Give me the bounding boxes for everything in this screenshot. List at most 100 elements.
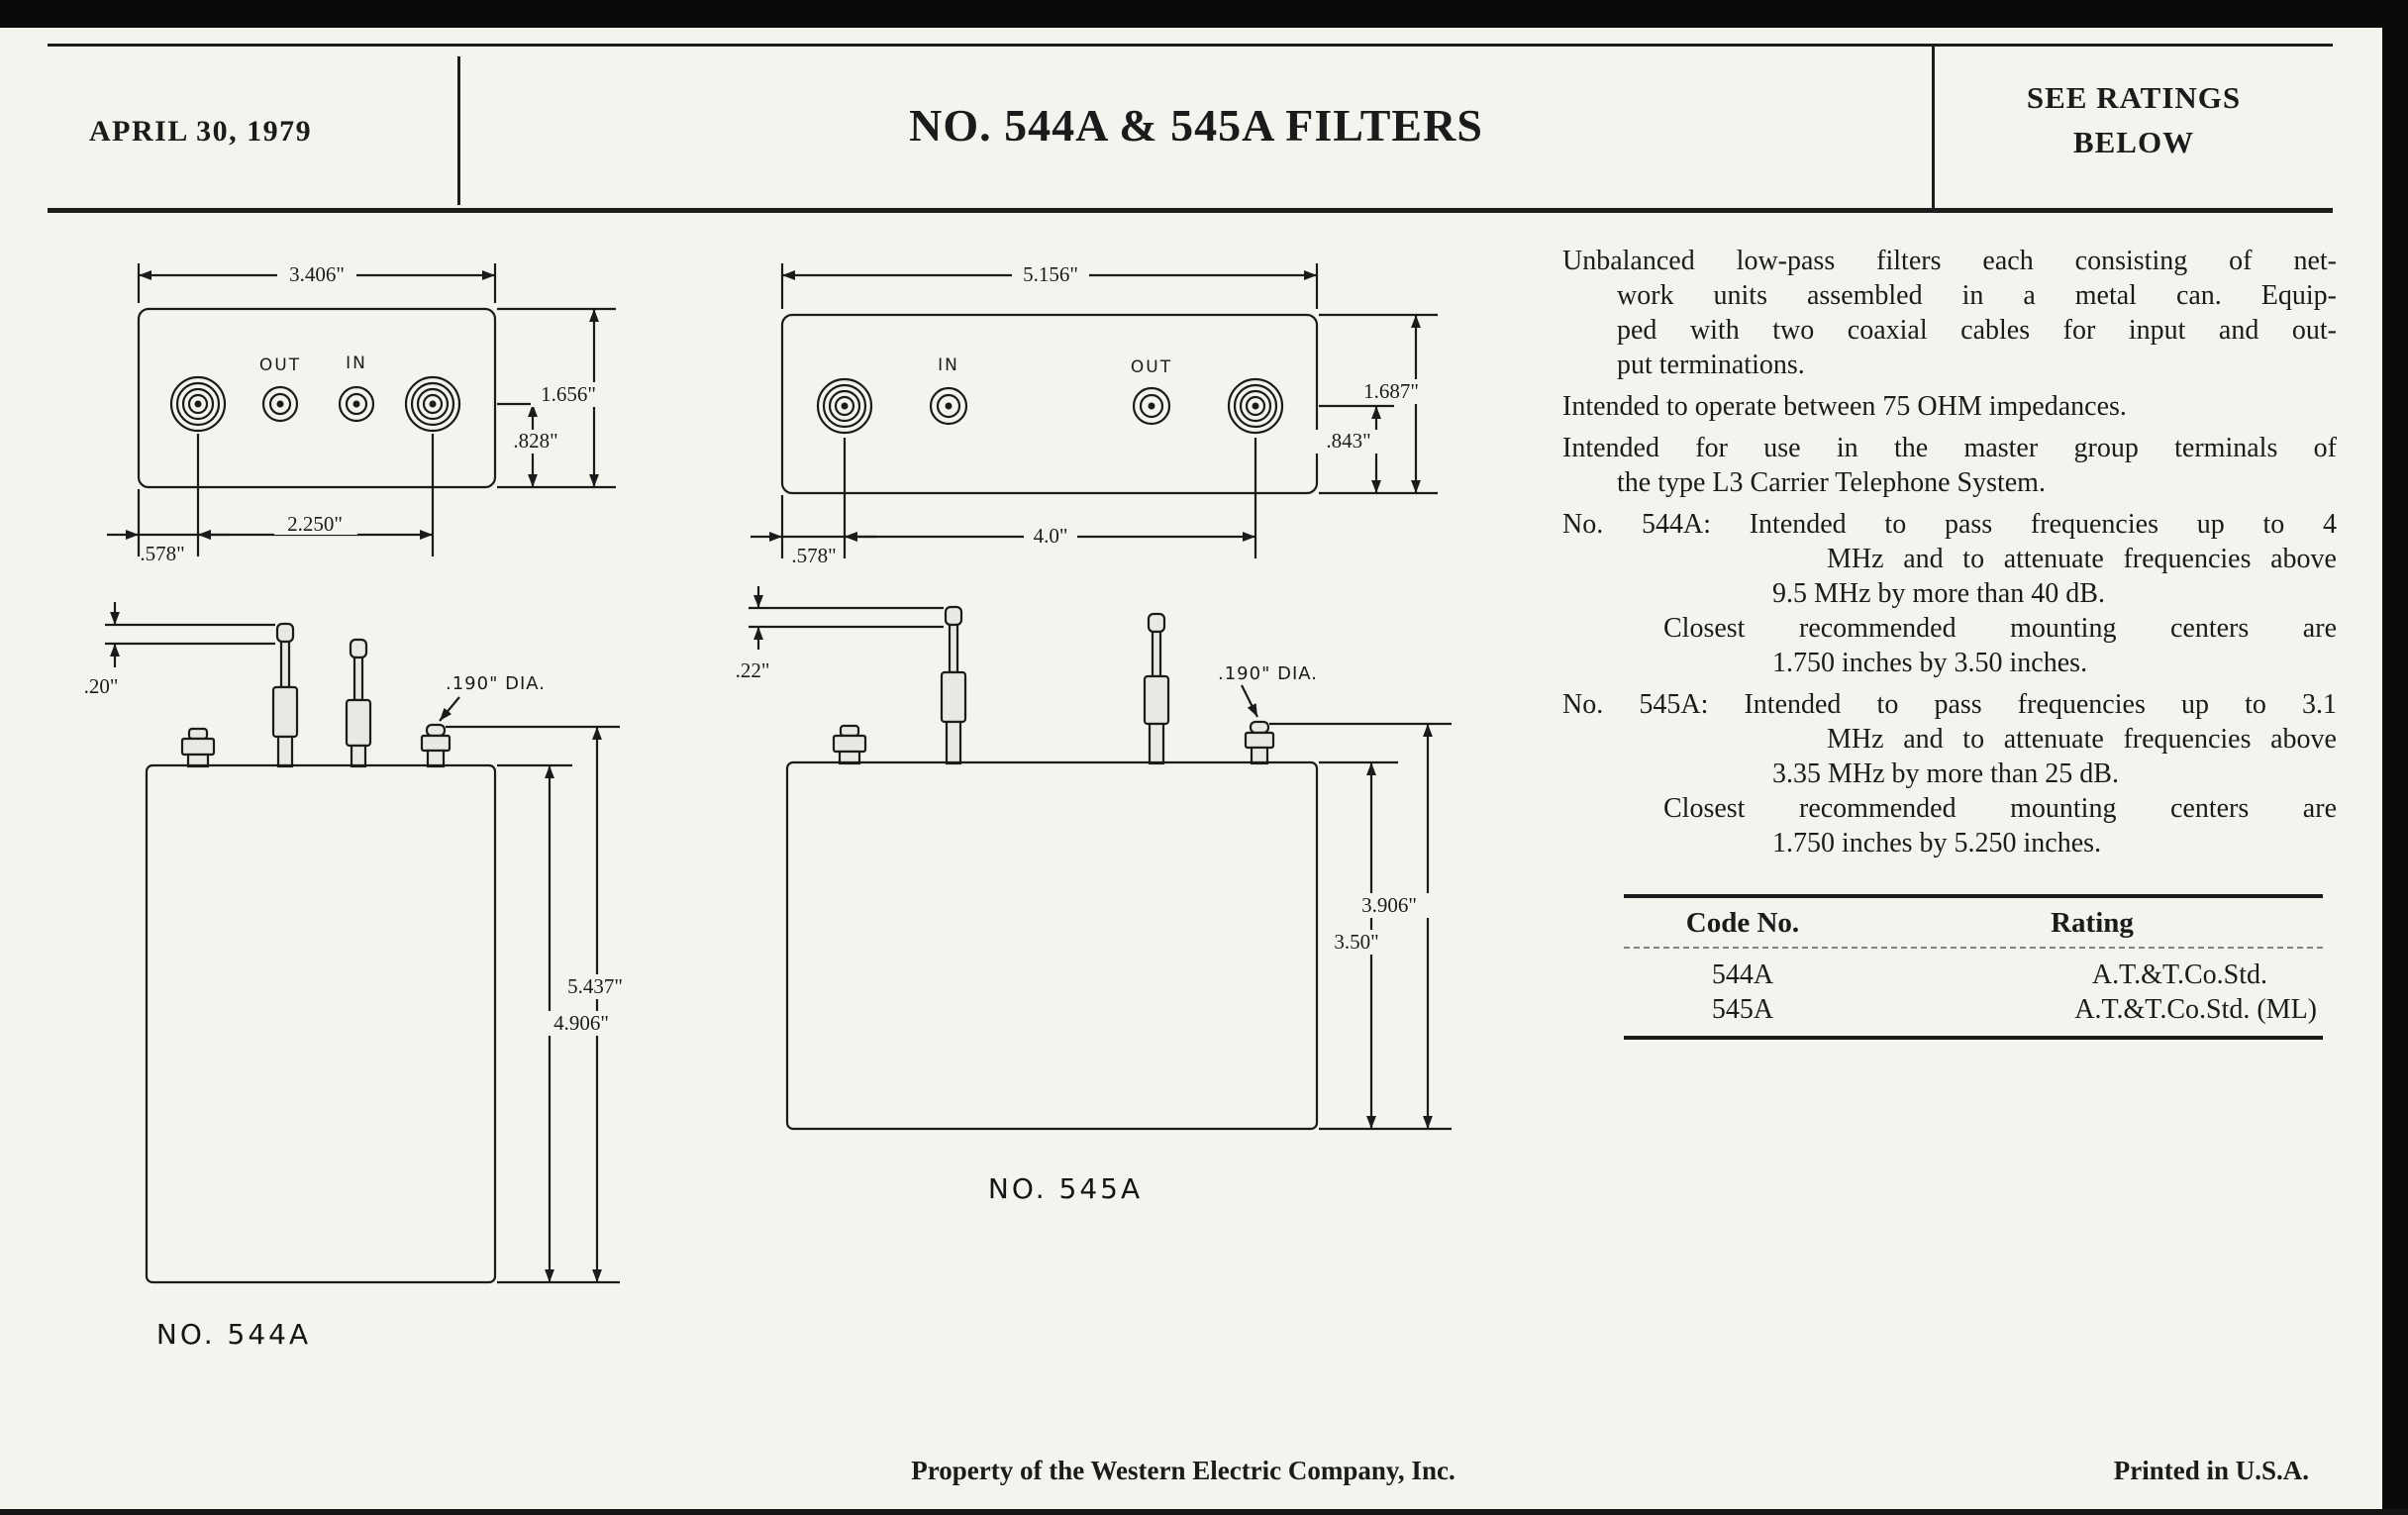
coax-cable-base (945, 720, 962, 765)
coax-cable-base (1148, 722, 1165, 765)
coax-connector-center-dot (841, 402, 849, 410)
coax-cable-base (350, 744, 367, 768)
drawing-lines (751, 263, 1438, 558)
ratings-note-line2: BELOW (2072, 125, 2195, 159)
coax-cable-wire (948, 623, 959, 674)
paragraph-impedance: Intended to operate between 75 OHM imped… (1562, 389, 2337, 424)
filter-can-body (785, 760, 1319, 1131)
drawing-545a-top-view: 5.156" IN OUT 1.687" .843" .578" 4.0" (751, 262, 1438, 567)
coax-connector-center-dot (429, 400, 437, 408)
out-port-center-dot (276, 400, 284, 408)
dim-width-label: 3.406" (289, 262, 345, 286)
text-line: Intended to operate between 75 OHM imped… (1562, 391, 2127, 422)
paragraph-544a-spec: No. 544A: Intended to pass frequencies u… (1562, 507, 2337, 680)
dim-can-height-label: 3.50" (1334, 930, 1378, 954)
dim-terminal-dia-label: .190" DIA. (1218, 663, 1318, 684)
coax-cable-tip (1147, 612, 1166, 634)
code-cell: 545A (1711, 994, 1774, 1025)
page-title: NO. 544A & 545A FILTERS (909, 100, 1483, 151)
text-line: 9.5 MHz by more than 40 dB. (1772, 578, 2105, 609)
dim-height-label: 1.656" (541, 382, 596, 406)
text-line: MHz and to attenuate frequencies above (1827, 724, 2337, 755)
text-line: Intended for use in the master group ter… (1562, 433, 2337, 463)
text-line: No. 545A: Intended to pass frequencies u… (1562, 689, 2337, 720)
dim-overall-height-label: 5.437" (567, 974, 623, 998)
dim-centers-label: 2.250" (287, 512, 343, 536)
coax-cable-body (271, 685, 299, 739)
drawing-544a-top-view: 3.406" OUT IN 1.656" .828" .578" 2.250" (107, 262, 616, 565)
text-line: 1.750 inches by 5.250 inches. (1772, 828, 2102, 858)
dim-cap-label: .20" (84, 674, 119, 698)
coax-connector-center-dot (194, 400, 202, 408)
paragraph-usage: Intended for use in the master group ter… (1562, 431, 2337, 500)
document-date: APRIL 30, 1979 (89, 115, 313, 148)
paragraph-545a-spec: No. 545A: Intended to pass frequencies u… (1562, 687, 2337, 860)
printed-notice: Printed in U.S.A. (2113, 1456, 2309, 1485)
stud-nut (180, 737, 216, 757)
terminal-base (1250, 746, 1269, 765)
filter-can-body (145, 763, 497, 1284)
rating-cell: A.T.&T.Co.Std. (2091, 960, 2267, 990)
header-bottom-rule (48, 208, 2333, 213)
coax-cable-wire (279, 640, 291, 689)
text-line: ped with two coaxial cables for input an… (1617, 315, 2337, 346)
coax-cable-body (940, 670, 967, 724)
filter-can-outline (780, 313, 1319, 495)
dim-terminal-dia-label: .190" DIA. (446, 673, 546, 694)
rating-cell: A.T.&T.Co.Std. (ML) (2074, 994, 2317, 1025)
text-line: the type L3 Carrier Telephone System. (1617, 467, 2046, 498)
coax-cable-body (345, 698, 372, 748)
terminal-nut (1244, 731, 1275, 750)
dim-overall-height-label: 3.906" (1361, 893, 1417, 917)
out-port-label: OUT (259, 355, 301, 375)
ratings-note-line1: SEE RATINGS (2026, 80, 2242, 115)
text-line: Unbalanced low-pass filters each consist… (1562, 246, 2337, 276)
coax-cable-base (276, 735, 294, 768)
out-port-label: OUT (1131, 357, 1172, 377)
coax-cable-tip (349, 638, 368, 659)
table-header-row: Code No. Rating (1624, 898, 2323, 947)
in-port-label: IN (346, 354, 367, 373)
dim-height-label: 1.687" (1363, 379, 1419, 403)
dim-width-label: 5.156" (1023, 262, 1078, 286)
table-rule-top (1624, 894, 2323, 898)
ratings-table: Code No. Rating 544A A.T.&T.Co.Std. 545A… (1624, 894, 2323, 1040)
coax-connector-center-dot (1252, 402, 1259, 410)
text-line: work units assembled in a metal can. Equ… (1617, 280, 2337, 311)
dim-centers-label: 4.0" (1034, 524, 1068, 548)
dim-cap-label: .22" (736, 658, 770, 682)
in-port-center-dot (945, 402, 953, 410)
table-rule-bottom (1624, 1036, 2323, 1040)
text-line: put terminations. (1617, 350, 1805, 380)
description-column: Unbalanced low-pass filters each consist… (1562, 244, 2337, 867)
scan-edge-top (0, 0, 2408, 28)
dim-half-height-label: .828" (513, 429, 557, 453)
table-header-code: Code No. (1685, 907, 1800, 939)
terminal-base (426, 749, 446, 768)
coax-cable-body (1143, 674, 1170, 726)
scan-edge-right (2382, 0, 2408, 1515)
text-line: MHz and to attenuate frequencies above (1827, 544, 2337, 574)
in-port-center-dot (352, 400, 360, 408)
coax-cable-wire (352, 656, 364, 702)
stud-nut (832, 734, 867, 754)
header-divider-right (1932, 46, 1935, 211)
stud-cap (839, 724, 860, 738)
dim-can-height-label: 4.906" (553, 1011, 609, 1035)
coax-cable-tip (944, 605, 963, 627)
table-header-rating: Rating (2051, 907, 2134, 939)
in-port-label: IN (938, 355, 959, 375)
out-port-center-dot (1148, 402, 1155, 410)
drawing-545a-side-view: .22" .190" DIA. 3.906" 3.50" NO. 545A (736, 586, 1452, 1205)
header-divider-left (457, 56, 460, 205)
property-notice: Property of the Western Electric Company… (911, 1456, 1455, 1485)
dim-edge-offset-label: .578" (791, 544, 836, 567)
text-line: Closest recommended mounting centers are (1663, 613, 2337, 644)
drawing-544a-side-view: .20" .190" DIA. 5.437" 4.906" NO. 544A (84, 602, 637, 1351)
text-line: 1.750 inches by 3.50 inches. (1772, 648, 2088, 678)
drawing-caption-545a: NO. 545A (988, 1172, 1143, 1205)
dim-half-height-label: .843" (1326, 429, 1370, 453)
drawing-lines (749, 586, 1452, 1131)
text-line: 3.35 MHz by more than 25 dB. (1772, 758, 2119, 789)
